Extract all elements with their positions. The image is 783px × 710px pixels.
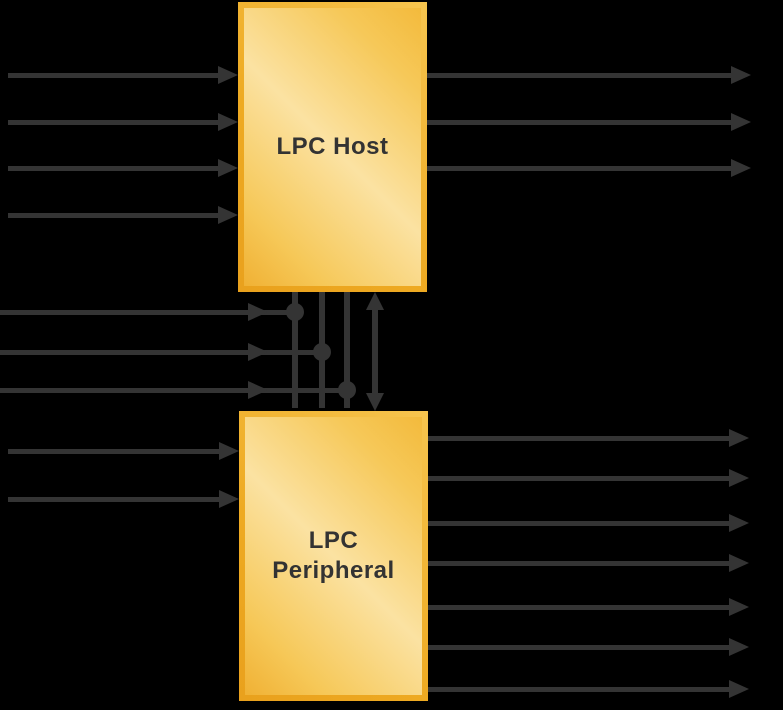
bus-tap-arrow-3-head bbox=[248, 381, 268, 399]
peripheral-output-arrow-2-head bbox=[729, 469, 749, 487]
peripheral-input-arrow-1-head bbox=[219, 442, 239, 460]
peripheral-output-arrow-1-line bbox=[428, 436, 731, 441]
peripheral-output-arrow-5-head bbox=[729, 598, 749, 616]
host-output-arrow-3-line bbox=[427, 166, 733, 171]
bus-vertical-line-3 bbox=[344, 290, 350, 408]
host-output-arrow-1-line bbox=[427, 73, 733, 78]
lpc-peripheral-box: LPC Peripheral bbox=[239, 411, 428, 701]
host-input-arrow-1-line bbox=[8, 73, 220, 78]
peripheral-output-arrow-7-line bbox=[428, 687, 731, 692]
lpc-peripheral-label-line1: LPC bbox=[308, 527, 359, 554]
host-input-arrow-2-head bbox=[218, 113, 238, 131]
bus-bidirectional-head-top bbox=[366, 292, 384, 310]
peripheral-output-arrow-4-line bbox=[428, 561, 731, 566]
peripheral-output-arrow-3-head bbox=[729, 514, 749, 532]
host-input-arrow-4-head bbox=[218, 206, 238, 224]
bus-tap-arrow-1-head bbox=[248, 303, 268, 321]
bus-tap-arrow-3-line bbox=[0, 388, 350, 393]
lpc-host-box: LPC Host bbox=[238, 2, 427, 292]
host-output-arrow-2-line bbox=[427, 120, 733, 125]
peripheral-output-arrow-3-line bbox=[428, 521, 731, 526]
lpc-peripheral-label: LPC Peripheral bbox=[272, 526, 394, 586]
bus-bidirectional-line bbox=[372, 306, 378, 398]
host-input-arrow-1-head bbox=[218, 66, 238, 84]
host-output-arrow-1-head bbox=[731, 66, 751, 84]
peripheral-output-arrow-1-head bbox=[729, 429, 749, 447]
bus-junction-dot-3 bbox=[338, 381, 356, 399]
lpc-peripheral-label-line2: Peripheral bbox=[272, 557, 395, 584]
peripheral-output-arrow-7-head bbox=[729, 680, 749, 698]
host-input-arrow-3-head bbox=[218, 159, 238, 177]
bus-junction-dot-2 bbox=[313, 343, 331, 361]
bus-tap-arrow-2-line bbox=[0, 350, 325, 355]
bus-tap-arrow-1-line bbox=[0, 310, 298, 315]
bus-tap-arrow-2-head bbox=[248, 343, 268, 361]
peripheral-input-arrow-2-line bbox=[8, 497, 221, 502]
bus-vertical-line-1 bbox=[292, 290, 298, 408]
peripheral-input-arrow-2-head bbox=[219, 490, 239, 508]
peripheral-output-arrow-6-head bbox=[729, 638, 749, 656]
peripheral-input-arrow-1-line bbox=[8, 449, 221, 454]
host-input-arrow-3-line bbox=[8, 166, 220, 171]
bus-bidirectional-head-bottom bbox=[366, 393, 384, 411]
peripheral-output-arrow-6-line bbox=[428, 645, 731, 650]
host-output-arrow-2-head bbox=[731, 113, 751, 131]
peripheral-output-arrow-5-line bbox=[428, 605, 731, 610]
host-input-arrow-4-line bbox=[8, 213, 220, 218]
bus-junction-dot-1 bbox=[286, 303, 304, 321]
peripheral-output-arrow-2-line bbox=[428, 476, 731, 481]
host-output-arrow-3-head bbox=[731, 159, 751, 177]
host-input-arrow-2-line bbox=[8, 120, 220, 125]
lpc-host-label: LPC Host bbox=[276, 133, 389, 160]
peripheral-output-arrow-4-head bbox=[729, 554, 749, 572]
